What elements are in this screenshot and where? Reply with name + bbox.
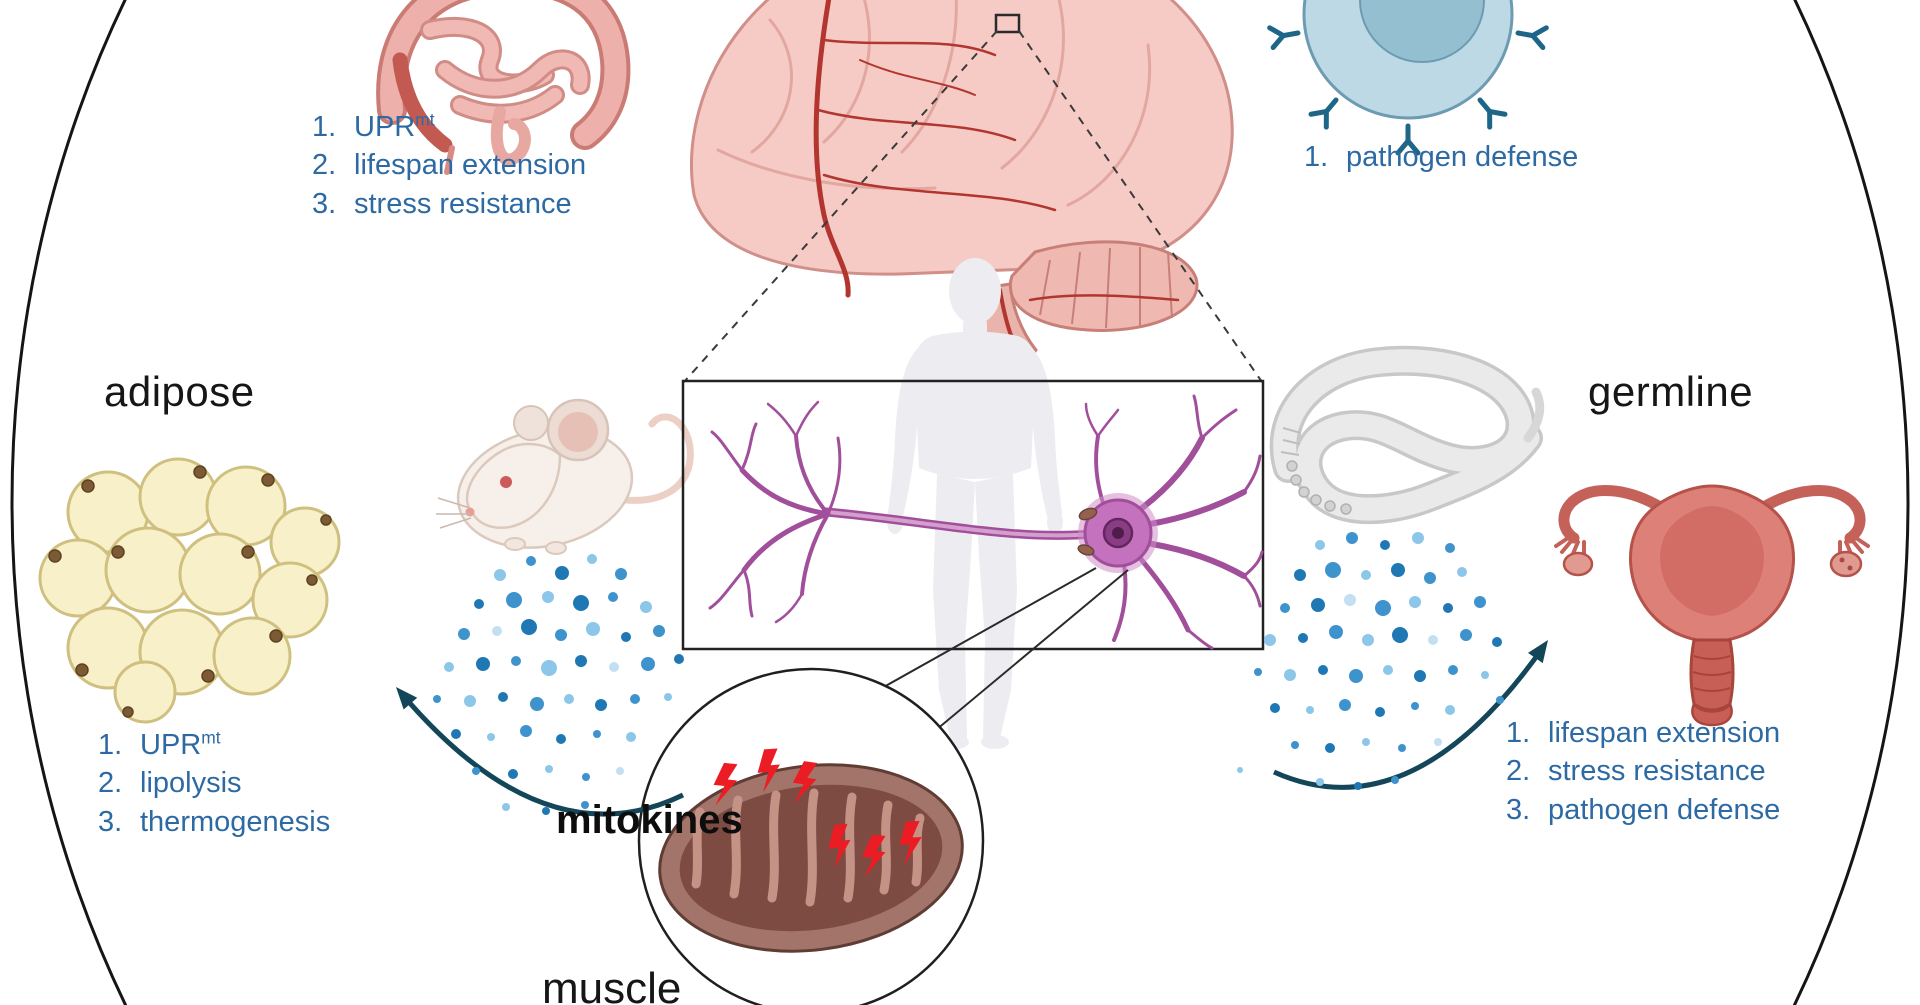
list-item: 3. thermogenesis	[98, 805, 331, 838]
stress-bolt-icons	[713, 748, 922, 878]
mitokine-dots-right	[1237, 532, 1504, 790]
muscle-label: muscle	[542, 964, 682, 1005]
list-item: 1. UPRmt	[98, 727, 221, 761]
mitochondrion-illustration	[658, 748, 964, 953]
list-item: 1. UPRmt	[312, 109, 435, 143]
list-item: 3. stress resistance	[312, 187, 572, 220]
list-item: 2. stress resistance	[1506, 755, 1766, 788]
worm-eggs	[1286, 460, 1352, 515]
mitokine-arrow-right	[1272, 640, 1548, 790]
uterus-illustration	[1554, 484, 1870, 727]
antibody-icons	[1267, 25, 1549, 156]
adipose-benefits-list: 1. UPRmt 2. lipolysis 3. thermogenesis	[98, 726, 330, 841]
adipocyte-nuclei	[48, 465, 332, 718]
list-item: 1. lifespan extension	[1506, 717, 1781, 749]
immune-cell-illustration	[1267, 0, 1549, 156]
human-silhouette	[887, 258, 1063, 749]
cerebellum	[1008, 240, 1199, 332]
adipose-label: adipose	[104, 368, 255, 415]
figure-border-ellipse	[10, 0, 1910, 1005]
neuron-dendrites-left	[708, 400, 842, 624]
germline-benefits-list: 1. lifespan extension 2. stress resistan…	[1506, 714, 1780, 829]
neuron-zoom-box	[681, 379, 1265, 651]
worm-illustration	[1269, 345, 1545, 525]
adipose-cells-illustration	[38, 457, 341, 724]
intestine-illustration	[376, 0, 631, 175]
mitokine-arrow-left	[396, 687, 685, 817]
list-item: 2. lifespan extension	[312, 149, 587, 182]
intestine-benefits-list: 1. UPRmt 2. lifespan extension 3. stress…	[312, 108, 586, 223]
list-item: 2. lipolysis	[98, 767, 242, 800]
immune-benefits-list: 1. pathogen defense	[1304, 138, 1578, 176]
list-item: 1. pathogen defense	[1304, 141, 1579, 173]
brain-illustration	[690, 0, 1234, 374]
mouse-eye	[500, 476, 512, 488]
mitokine-dots-left	[433, 554, 684, 815]
brain-arteries	[813, 0, 1180, 368]
zoom-source-square	[994, 13, 1021, 34]
neuron-illustration	[708, 394, 1264, 650]
list-item: 3. pathogen defense	[1506, 793, 1781, 826]
mitokines-label: mitokines	[556, 798, 743, 842]
mouse-illustration	[436, 398, 694, 555]
cristae	[691, 788, 925, 907]
germline-label: germline	[1588, 368, 1754, 415]
zoom-dashed-lines	[683, 30, 1263, 383]
